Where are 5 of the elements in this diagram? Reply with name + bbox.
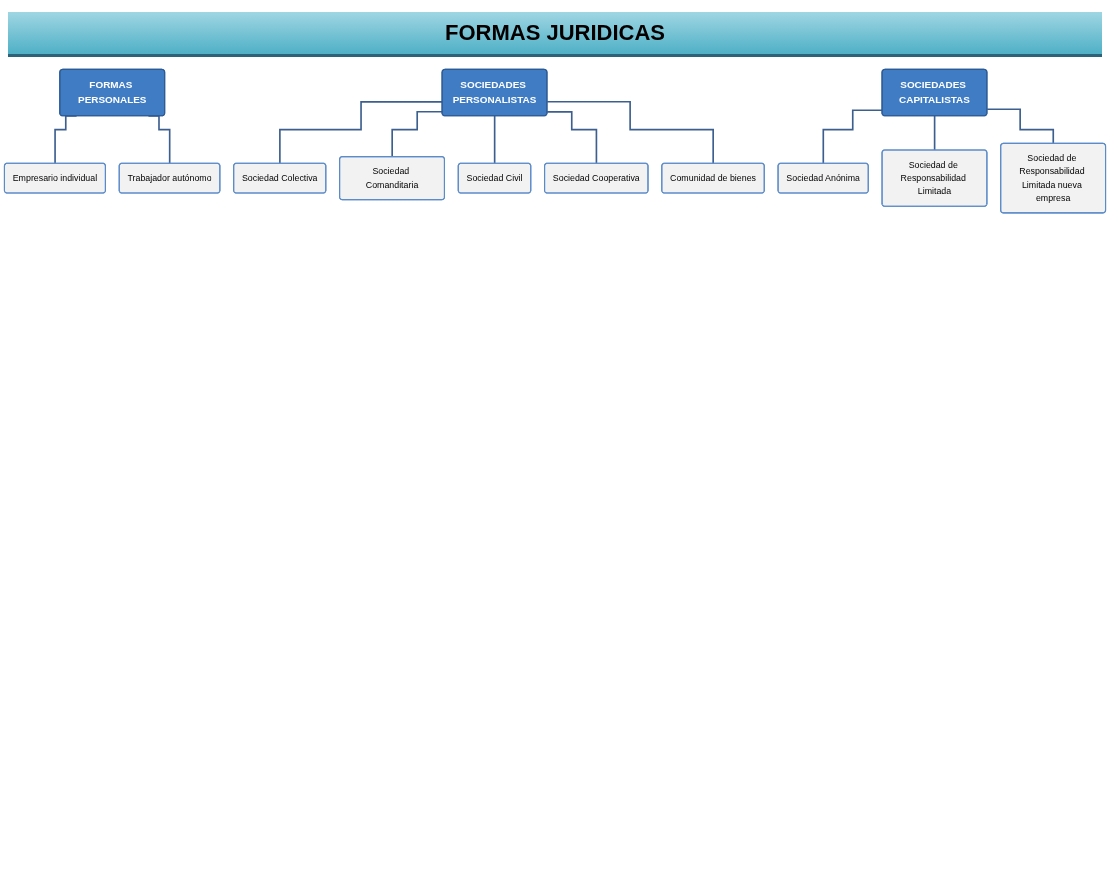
connector: [546, 111, 598, 165]
connector: [546, 100, 715, 165]
connector: [493, 115, 496, 165]
connector: [986, 108, 1055, 145]
title-banner: FORMAS JURIDICAS: [8, 12, 1102, 57]
